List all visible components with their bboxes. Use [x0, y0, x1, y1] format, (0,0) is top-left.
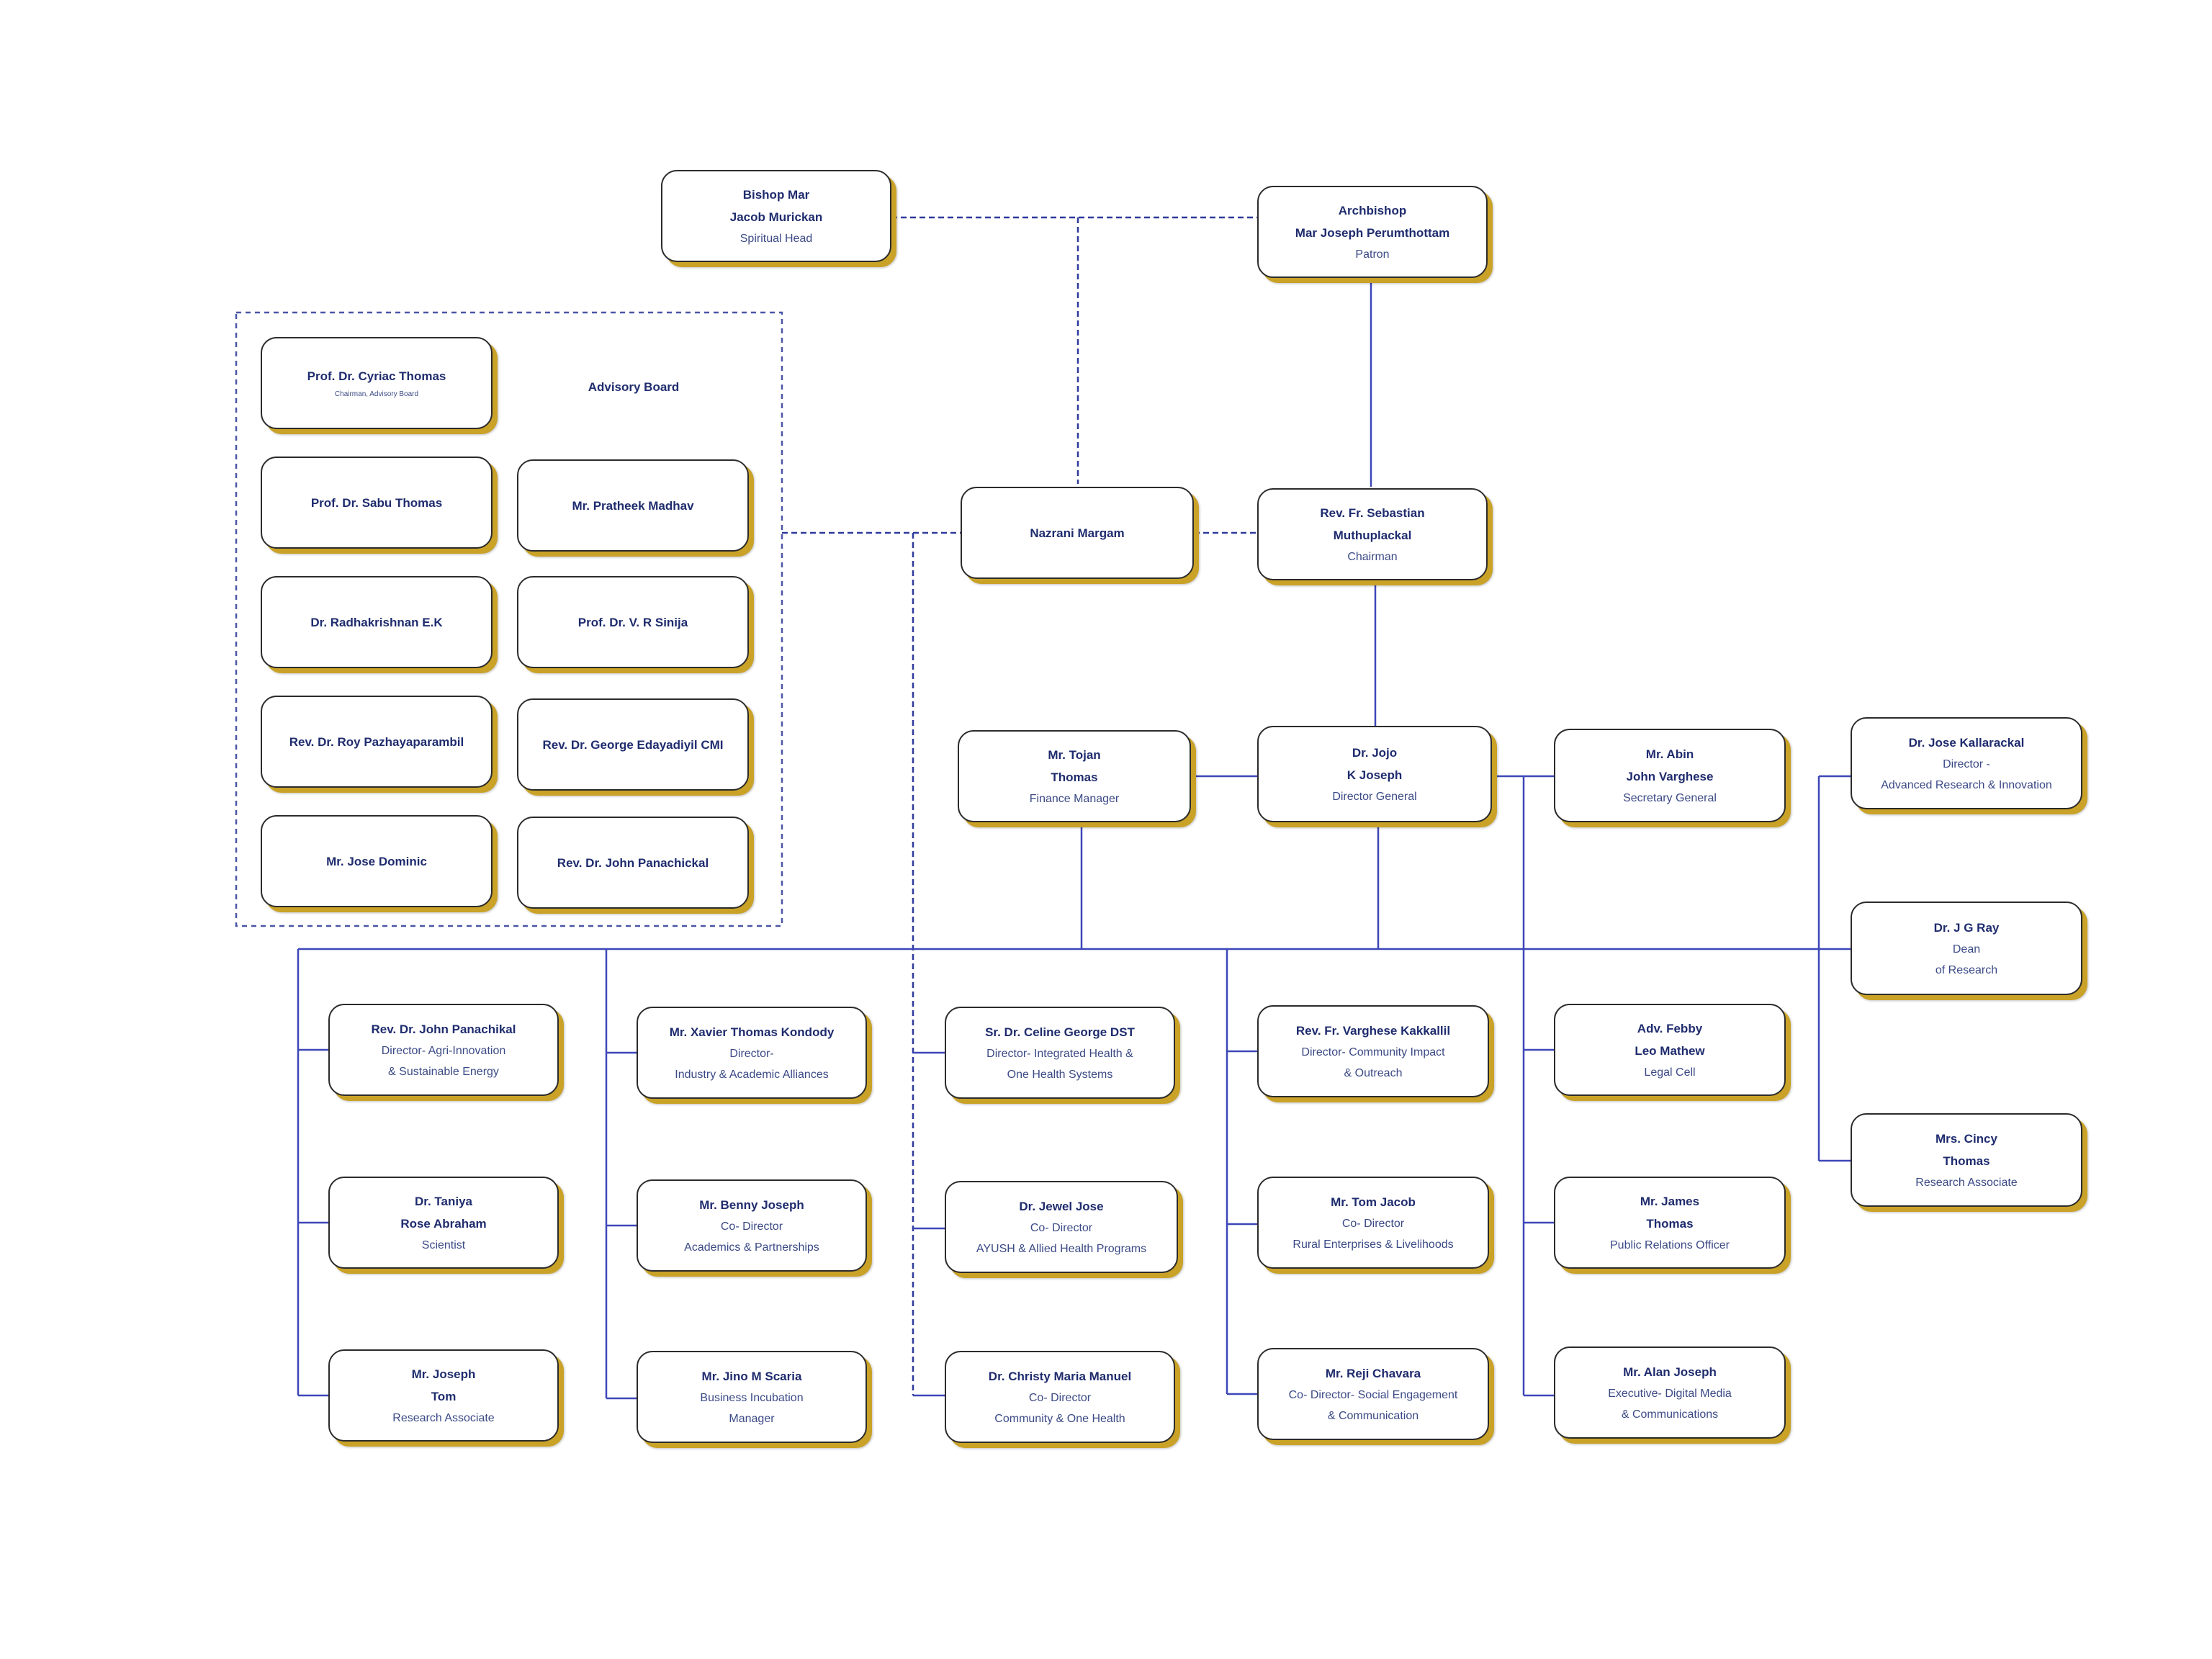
- node-tojan-thomas[interactable]: Mr. Tojan Thomas Finance Manager: [958, 730, 1191, 822]
- node-name: Rev. Dr. John Panachikal: [371, 1022, 516, 1036]
- node-john-panachikal-director[interactable]: Rev. Dr. John Panachikal Director- Agri-…: [328, 1004, 559, 1096]
- node-celine-george[interactable]: Sr. Dr. Celine George DST Director- Inte…: [945, 1007, 1175, 1099]
- dashed-connectors: [235, 216, 1257, 1395]
- node-name: Mr. Tojan Thomas: [1048, 747, 1101, 784]
- node-alan-joseph[interactable]: Mr. Alan Joseph Executive- Digital Media…: [1554, 1346, 1786, 1439]
- node-name: Rev. Dr. George Edayadiyil CMI: [542, 737, 724, 752]
- node-name: Rev. Fr. Varghese Kakkallil: [1295, 1023, 1451, 1038]
- node-xavier-kondody[interactable]: Mr. Xavier Thomas Kondody Director- Indu…: [637, 1007, 867, 1099]
- node-name: Rev. Dr. John Panachickal: [557, 855, 709, 870]
- node-jewel-jose[interactable]: Dr. Jewel Jose Co- Director AYUSH & Alli…: [945, 1181, 1178, 1273]
- node-name: Mr. Pratheek Madhav: [572, 498, 694, 513]
- node-name: Dr. Jewel Jose: [1019, 1199, 1104, 1213]
- node-name: Mr. James Thomas: [1640, 1194, 1700, 1231]
- node-radhakrishnan[interactable]: Dr. Radhakrishnan E.K: [261, 576, 493, 668]
- node-joseph-tom[interactable]: Mr. Joseph Tom Research Associate: [328, 1349, 559, 1442]
- node-name: Nazrani Margam: [1030, 526, 1125, 540]
- node-role: Co- Director Academics & Partnerships: [684, 1220, 819, 1254]
- node-role: Research Associate: [392, 1411, 495, 1424]
- node-role: Director- Integrated Health & One Health…: [986, 1047, 1133, 1081]
- node-role: Dean of Research: [1935, 943, 1998, 976]
- node-name: Sr. Dr. Celine George DST: [985, 1025, 1135, 1039]
- node-role: Co- Director- Social Engagement & Commun…: [1288, 1388, 1458, 1422]
- node-role: Research Associate: [1915, 1176, 2018, 1189]
- node-varghese-kakkallil[interactable]: Rev. Fr. Varghese Kakkallil Director- Co…: [1257, 1005, 1489, 1097]
- node-role: Co- Director AYUSH & Allied Health Progr…: [976, 1221, 1147, 1255]
- node-febby-mathew[interactable]: Adv. Febby Leo Mathew Legal Cell: [1554, 1004, 1786, 1096]
- node-jg-ray[interactable]: Dr. J G Ray Dean of Research: [1851, 902, 2082, 995]
- node-role: Finance Manager: [1029, 792, 1120, 805]
- advisory-board-title: Advisory Board: [588, 380, 680, 394]
- node-jose-kallarackal[interactable]: Dr. Jose Kallarackal Director - Advanced…: [1851, 717, 2082, 809]
- node-john-panachickal-advisory[interactable]: Rev. Dr. John Panachickal: [517, 817, 749, 909]
- node-name: Prof. Dr. Cyriac Thomas: [307, 369, 446, 383]
- node-name: Rev. Dr. Roy Pazhayaparambil: [289, 734, 464, 749]
- node-taniya-abraham[interactable]: Dr. Taniya Rose Abraham Scientist: [328, 1177, 559, 1269]
- node-name: Archbishop Mar Joseph Perumthottam: [1295, 203, 1450, 240]
- node-jino-scaria[interactable]: Mr. Jino M Scaria Business Incubation Ma…: [637, 1351, 867, 1443]
- node-name: Prof. Dr. Sabu Thomas: [310, 495, 443, 510]
- node-name: Dr. Jose Kallarackal: [1908, 735, 2025, 750]
- node-name: Prof. Dr. V. R Sinija: [577, 615, 688, 629]
- node-role: Co- Director Rural Enterprises & Livelih…: [1292, 1217, 1454, 1251]
- node-role: Chairman, Advisory Board: [334, 390, 419, 398]
- node-name: Mr. Reji Chavara: [1325, 1366, 1421, 1380]
- node-name: Mrs. Cincy Thomas: [1936, 1131, 1997, 1168]
- node-name: Dr. Christy Maria Manuel: [988, 1369, 1132, 1383]
- node-bishop[interactable]: Bishop Mar Jacob Murickan Spiritual Head: [661, 170, 891, 262]
- node-roy-pazhayaparambil[interactable]: Rev. Dr. Roy Pazhayaparambil: [261, 696, 493, 788]
- node-tom-jacob[interactable]: Mr. Tom Jacob Co- Director Rural Enterpr…: [1257, 1177, 1489, 1269]
- node-name: Rev. Fr. Sebastian Muthuplackal: [1320, 505, 1425, 542]
- node-cincy-thomas[interactable]: Mrs. Cincy Thomas Research Associate: [1851, 1113, 2082, 1207]
- node-name: Mr. Abin John Varghese: [1626, 747, 1714, 783]
- node-role: Scientist: [421, 1238, 466, 1251]
- node-jojo-joseph[interactable]: Dr. Jojo K Joseph Director General: [1257, 726, 1492, 822]
- node-nazrani-margam[interactable]: Nazrani Margam: [961, 487, 1194, 579]
- node-archbishop[interactable]: Archbishop Mar Joseph Perumthottam Patro…: [1257, 186, 1488, 278]
- node-benny-joseph[interactable]: Mr. Benny Joseph Co- Director Academics …: [637, 1179, 867, 1272]
- node-name: Mr. Benny Joseph: [699, 1197, 804, 1212]
- node-name: Dr. J G Ray: [1933, 920, 2000, 935]
- node-role: Director - Advanced Research & Innovatio…: [1881, 757, 2052, 791]
- node-christy-manuel[interactable]: Dr. Christy Maria Manuel Co- Director Co…: [945, 1351, 1175, 1443]
- node-name: Bishop Mar Jacob Murickan: [729, 187, 823, 224]
- node-role: Director General: [1332, 790, 1417, 803]
- node-pratheek-madhav[interactable]: Mr. Pratheek Madhav: [517, 459, 749, 552]
- node-name: Mr. Jino M Scaria: [701, 1369, 802, 1383]
- node-jose-dominic[interactable]: Mr. Jose Dominic: [261, 815, 493, 907]
- node-name: Adv. Febby Leo Mathew: [1635, 1021, 1705, 1058]
- node-name: Dr. Jojo K Joseph: [1346, 745, 1403, 782]
- node-name: Mr. Tom Jacob: [1331, 1195, 1416, 1209]
- node-role: Business Incubation Manager: [700, 1391, 804, 1425]
- node-name: Dr. Taniya Rose Abraham: [400, 1194, 487, 1231]
- node-role: Executive- Digital Media & Communication…: [1608, 1387, 1732, 1421]
- node-role: Director- Agri-Innovation & Sustainable …: [381, 1044, 506, 1078]
- node-sinija[interactable]: Prof. Dr. V. R Sinija: [517, 576, 749, 668]
- node-role: Co- Director Community & One Health: [994, 1391, 1125, 1425]
- node-cyriac-thomas[interactable]: Prof. Dr. Cyriac Thomas Chairman, Adviso…: [261, 337, 493, 429]
- node-sabu-thomas[interactable]: Prof. Dr. Sabu Thomas: [261, 457, 493, 549]
- node-role: Legal Cell: [1644, 1066, 1696, 1079]
- node-name: Mr. Joseph Tom: [411, 1367, 476, 1403]
- node-name: Mr. Alan Joseph: [1623, 1364, 1717, 1379]
- node-name: Dr. Radhakrishnan E.K: [310, 615, 443, 629]
- node-george-edayadiyil[interactable]: Rev. Dr. George Edayadiyil CMI: [517, 698, 749, 791]
- solid-connectors: [297, 278, 1851, 1400]
- node-abin-varghese[interactable]: Mr. Abin John Varghese Secretary General: [1554, 729, 1786, 822]
- node-role: Director- Community Impact & Outreach: [1301, 1046, 1445, 1079]
- node-name: Mr. Jose Dominic: [326, 854, 427, 868]
- node-role: Chairman: [1347, 550, 1398, 563]
- node-role: Spiritual Head: [739, 232, 813, 245]
- node-reji-chavara[interactable]: Mr. Reji Chavara Co- Director- Social En…: [1257, 1348, 1489, 1440]
- node-james-thomas[interactable]: Mr. James Thomas Public Relations Office…: [1554, 1177, 1786, 1269]
- node-role: Secretary General: [1623, 791, 1717, 804]
- node-role: Patron: [1355, 248, 1390, 261]
- node-chairman[interactable]: Rev. Fr. Sebastian Muthuplackal Chairman: [1257, 488, 1488, 580]
- node-role: Public Relations Officer: [1610, 1238, 1730, 1251]
- node-role: Director- Industry & Academic Alliances: [675, 1047, 829, 1081]
- node-name: Mr. Xavier Thomas Kondody: [669, 1025, 835, 1039]
